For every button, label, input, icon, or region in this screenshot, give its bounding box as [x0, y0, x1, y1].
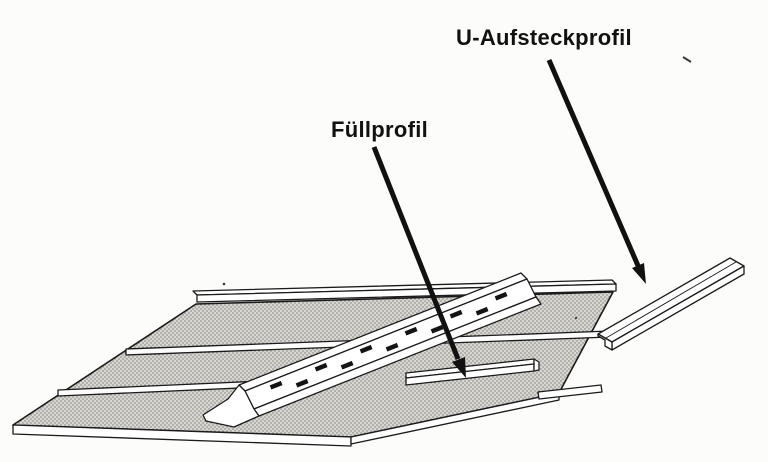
slot — [295, 378, 309, 388]
u-profile-arrow — [546, 59, 646, 284]
slot — [430, 324, 444, 334]
u-profile-label: U-Aufsteckprofil — [456, 25, 632, 50]
arrow-shaft — [546, 59, 642, 269]
slot — [340, 360, 354, 370]
slot — [359, 344, 373, 354]
ridge-end-cap — [202, 384, 260, 428]
edge-tab — [537, 384, 603, 400]
slot — [494, 291, 508, 301]
roof-sheet-assembly — [12, 272, 617, 447]
fill-profile-arrow — [371, 146, 466, 378]
fill-profile-end-cap — [533, 358, 540, 372]
perforation-slots — [269, 291, 508, 390]
u-profile-end-cap — [597, 333, 613, 351]
slot — [269, 380, 283, 390]
u-slip-on-profile-piece — [597, 257, 745, 351]
arrow-shaft — [371, 146, 461, 360]
scan-speck — [222, 282, 226, 286]
perforated-ridge-profile — [202, 272, 542, 428]
arrow-head-icon — [632, 263, 646, 284]
slot — [475, 306, 489, 316]
slot — [449, 309, 463, 319]
arrow-head-icon — [452, 357, 466, 378]
slot — [385, 342, 399, 352]
sheet-front-edge — [12, 384, 603, 447]
fill-profile-label: Füllprofil — [331, 117, 428, 142]
fascia-left — [12, 424, 352, 447]
fascia-right — [350, 392, 560, 445]
slot — [314, 362, 328, 372]
u-profile-inner-edge — [605, 261, 737, 339]
scan-speck — [682, 56, 692, 63]
fill-profile-piece — [405, 358, 540, 386]
slot — [404, 326, 418, 336]
scan-speck — [574, 316, 578, 320]
